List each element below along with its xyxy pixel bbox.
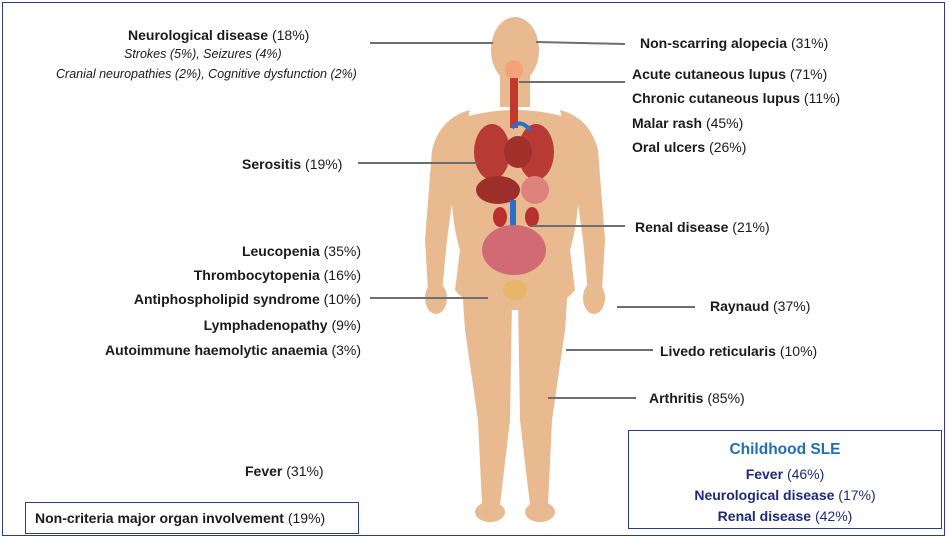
serositis-name: Serositis [242, 156, 301, 172]
leader-alopecia [536, 42, 625, 44]
label-raynaud: Raynaud (37%) [710, 298, 810, 315]
chronic-pct: (11%) [804, 90, 840, 106]
liver [476, 176, 520, 204]
raynaud-pct: (37%) [773, 298, 810, 314]
label-oral-ulcers: Oral ulcers (26%) [632, 139, 746, 156]
trachea [510, 78, 518, 128]
oral-pct: (26%) [709, 139, 746, 155]
label-malar-rash: Malar rash (45%) [632, 115, 743, 132]
neuro-name: Neurological disease [128, 27, 268, 43]
label-chronic-cutaneous: Chronic cutaneous lupus (11%) [632, 90, 840, 107]
alopecia-pct: (31%) [791, 35, 828, 51]
childhood-title: Childhood SLE [629, 441, 941, 459]
noncriteria-label: Non-criteria major organ involvement (19… [35, 510, 325, 527]
lymph-pct: (9%) [331, 317, 361, 333]
aps-pct: (10%) [324, 291, 361, 307]
label-fever: Fever (31%) [245, 463, 324, 480]
thrombo-pct: (16%) [324, 267, 361, 283]
noncriteria-pct: (19%) [288, 510, 325, 526]
heart [504, 136, 532, 168]
raynaud-name: Raynaud [710, 298, 769, 314]
livedo-pct: (10%) [780, 343, 817, 359]
acute-pct: (71%) [790, 66, 827, 82]
label-lymphadenopathy: Lymphadenopathy (9%) [204, 317, 361, 334]
renal-name: Renal disease [635, 219, 728, 235]
label-arthritis: Arthritis (85%) [649, 390, 745, 407]
aiha-pct: (3%) [331, 342, 361, 358]
noncriteria-name: Non-criteria major organ involvement [35, 510, 284, 526]
left-foot [475, 502, 505, 522]
label-acute-cutaneous: Acute cutaneous lupus (71%) [632, 66, 827, 83]
childhood-item: Neurological disease (17%) [629, 487, 941, 503]
left-kidney [493, 207, 507, 227]
label-livedo: Livedo reticularis (10%) [660, 343, 817, 360]
livedo-name: Livedo reticularis [660, 343, 776, 359]
childhood-item-pct: (17%) [838, 487, 875, 503]
label-antiphospholipid: Antiphospholipid syndrome (10%) [134, 291, 361, 308]
childhood-item-pct: (46%) [787, 466, 824, 482]
noncriteria-box: Non-criteria major organ involvement (19… [25, 502, 359, 534]
childhood-item-pct: (42%) [815, 508, 852, 524]
fever-name: Fever [245, 463, 282, 479]
label-thrombocytopenia: Thrombocytopenia (16%) [194, 267, 361, 284]
label-aiha: Autoimmune haemolytic anaemia (3%) [105, 342, 361, 359]
fever-pct: (31%) [286, 463, 323, 479]
bladder [503, 280, 527, 300]
label-renal: Renal disease (21%) [635, 219, 770, 236]
childhood-item-name: Fever [746, 466, 783, 482]
childhood-item-name: Neurological disease [694, 487, 834, 503]
serositis-pct: (19%) [305, 156, 342, 172]
alopecia-name: Non-scarring alopecia [640, 35, 787, 51]
label-serositis: Serositis (19%) [242, 156, 342, 173]
renal-pct: (21%) [732, 219, 769, 235]
arthritis-name: Arthritis [649, 390, 703, 406]
neuro-subtypes-1: Strokes (5%), Seizures (4%) [124, 47, 282, 61]
thyroid [505, 60, 523, 80]
label-neurological: Neurological disease (18%) [128, 27, 309, 44]
aiha-name: Autoimmune haemolytic anaemia [105, 342, 328, 358]
malar-name: Malar rash [632, 115, 702, 131]
leucopenia-pct: (35%) [324, 243, 361, 259]
right-hand [583, 282, 605, 314]
leucopenia-name: Leucopenia [242, 243, 320, 259]
label-leucopenia: Leucopenia (35%) [242, 243, 361, 260]
left-leg [462, 285, 512, 505]
lymph-name: Lymphadenopathy [204, 317, 328, 333]
neuro-pct: (18%) [272, 27, 309, 43]
childhood-item-name: Renal disease [718, 508, 811, 524]
thrombo-name: Thrombocytopenia [194, 267, 320, 283]
right-leg [518, 285, 568, 505]
right-kidney [525, 207, 539, 227]
intestines [482, 225, 546, 275]
chronic-name: Chronic cutaneous lupus [632, 90, 800, 106]
neuro-subtypes-2: Cranial neuropathies (2%), Cognitive dys… [56, 67, 357, 81]
malar-pct: (45%) [706, 115, 743, 131]
arthritis-pct: (85%) [707, 390, 744, 406]
oral-name: Oral ulcers [632, 139, 705, 155]
label-alopecia: Non-scarring alopecia (31%) [640, 35, 828, 52]
childhood-item: Renal disease (42%) [629, 508, 941, 524]
stomach [521, 176, 549, 204]
acute-name: Acute cutaneous lupus [632, 66, 786, 82]
childhood-sle-box: Childhood SLE Fever (46%) Neurological d… [628, 430, 942, 529]
aps-name: Antiphospholipid syndrome [134, 291, 320, 307]
right-foot [525, 502, 555, 522]
childhood-item: Fever (46%) [629, 466, 941, 482]
